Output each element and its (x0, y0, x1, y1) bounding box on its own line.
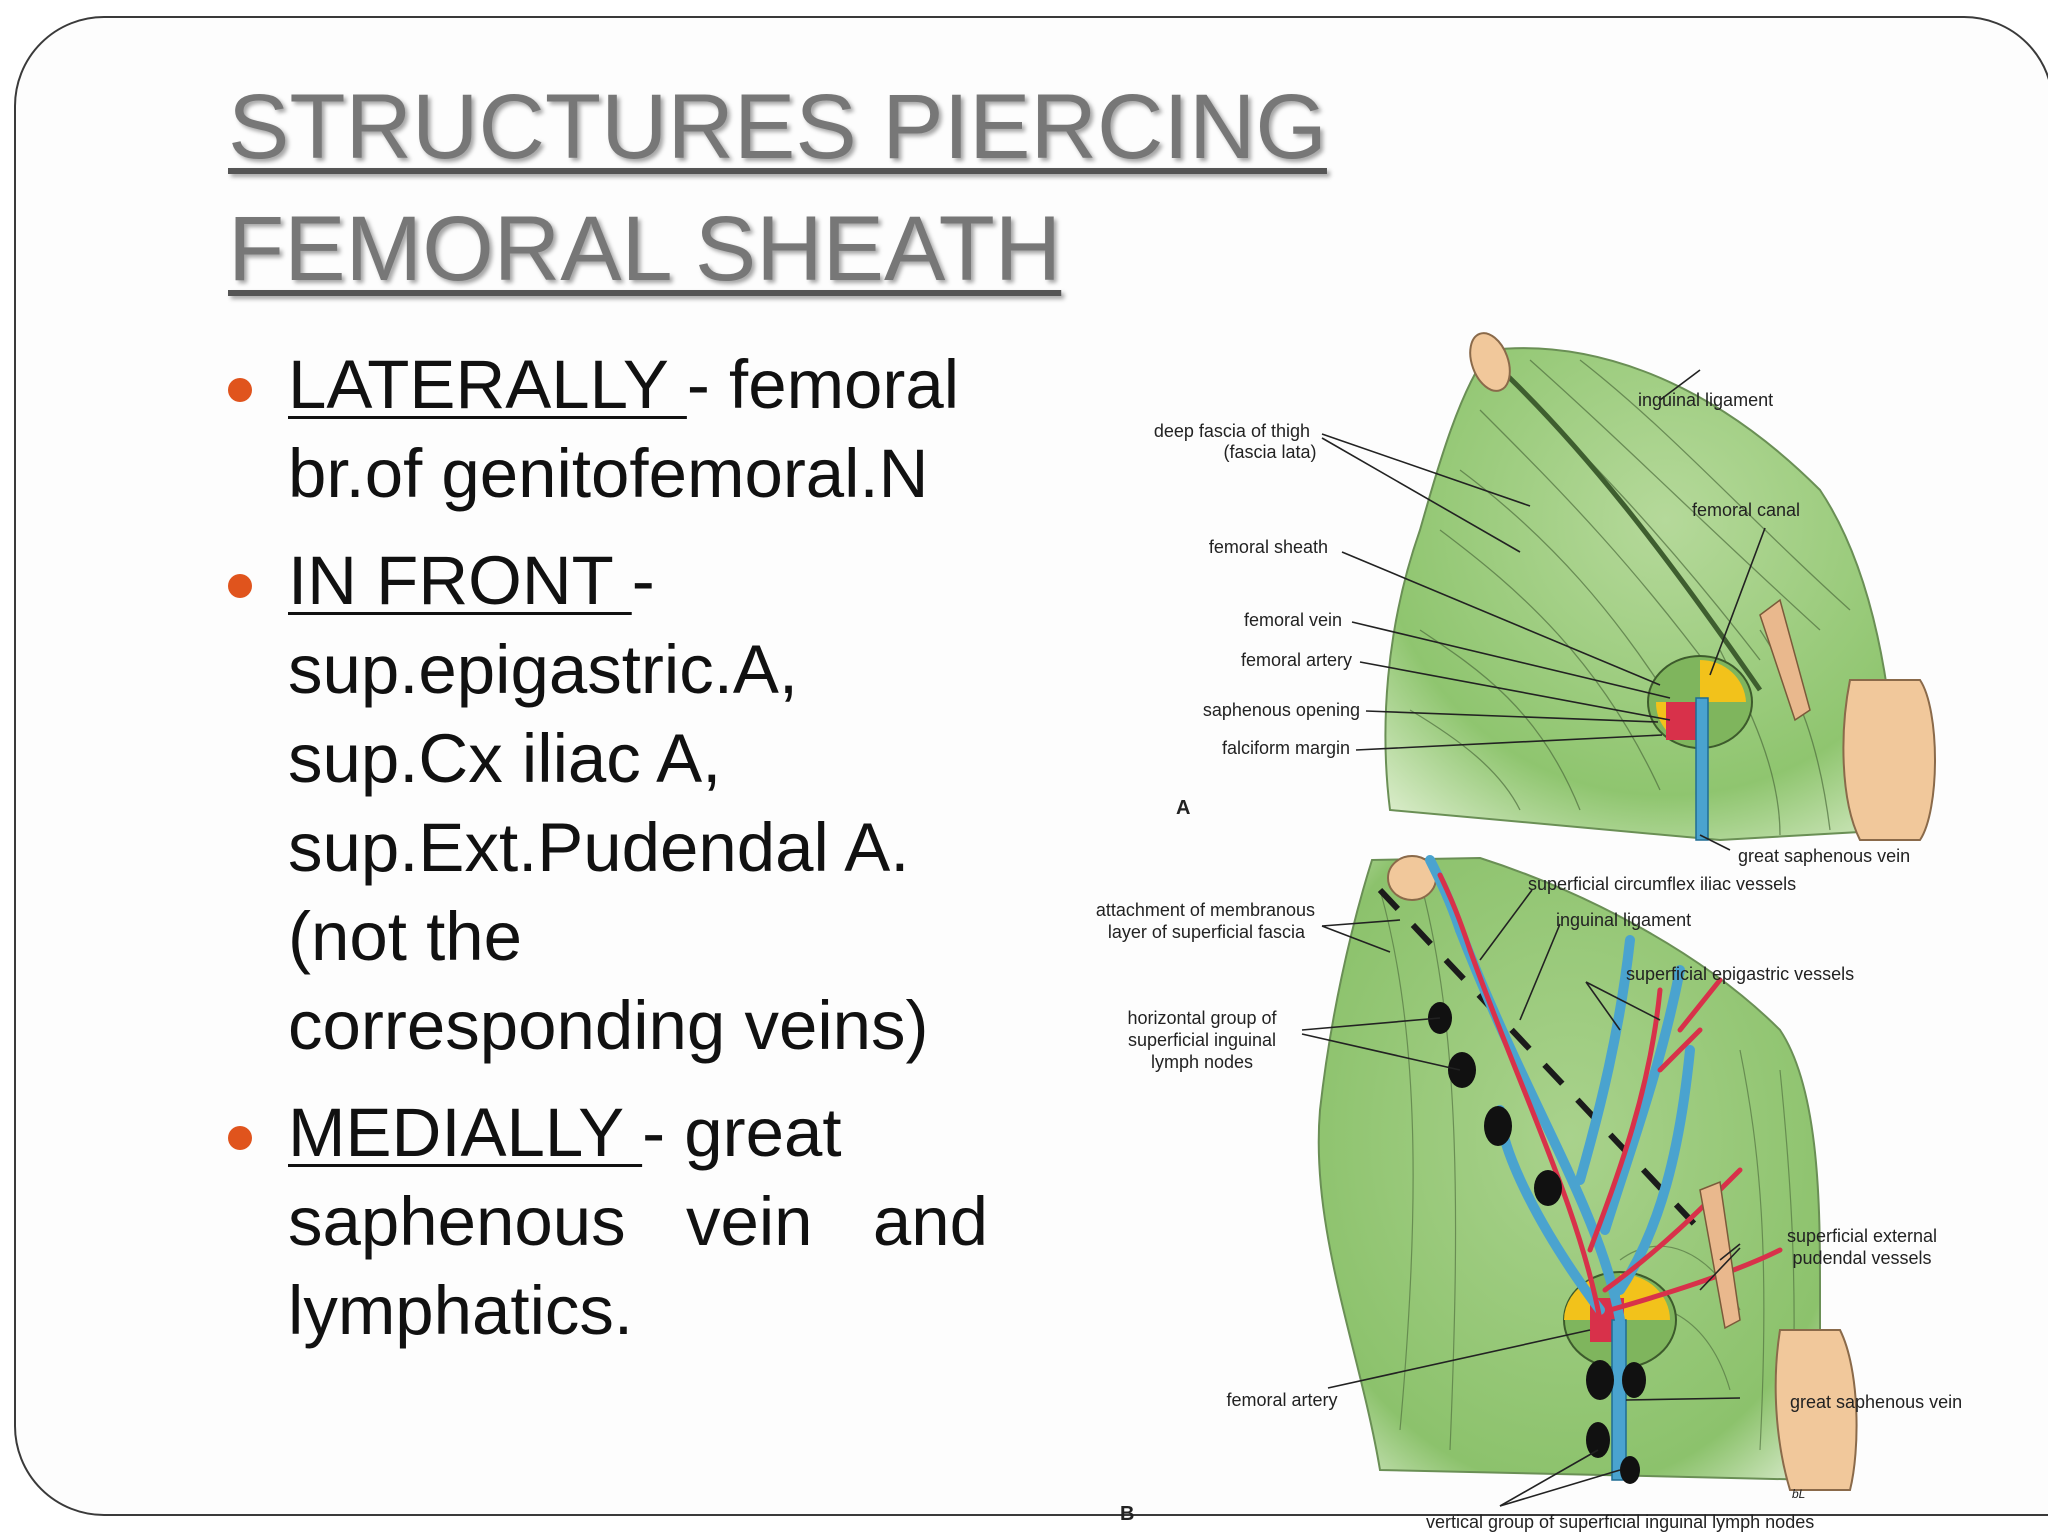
word: saphenous (288, 1183, 626, 1260)
great-saphenous-vein-b (1611, 1319, 1627, 1481)
skin-edge-b (1774, 1329, 1858, 1491)
femoral-vein-a (1655, 702, 1666, 730)
membranous-layer-line (1377, 887, 1703, 1233)
bullet-text: sup.Ext.Pudendal A. (288, 809, 910, 886)
skin-edge-a (1842, 679, 1936, 841)
lymph-node (1586, 1422, 1610, 1458)
bullet-dot-icon (228, 378, 252, 402)
label-femoral-artery-b: femoral artery (1226, 1390, 1337, 1410)
label-falciform-margin: falciform margin (1222, 738, 1350, 758)
lymph-node (1622, 1362, 1646, 1398)
label-horizontal-1: horizontal group of (1127, 1008, 1277, 1028)
bullet-keyword: IN FRONT (288, 542, 632, 619)
bullet-keyword: LATERALLY (288, 346, 687, 423)
slide-title: STRUCTURES PIERCING FEMORAL SHEATH (228, 66, 1528, 310)
label-sup-epigastric: superficial epigastric vessels (1626, 964, 1854, 984)
label-vertical-group: vertical group of superficial inguinal l… (1426, 1512, 1814, 1532)
lymph-node (1586, 1360, 1614, 1400)
bullet-text: br.of genitofemoral.N (288, 435, 929, 512)
bullet-text: - (631, 542, 655, 619)
figure-b: attachment of membranous layer of superf… (1096, 855, 1962, 1532)
leader-lines-b (1301, 889, 1741, 1507)
bullet-medially: MEDIALLY - great saphenous vein and lymp… (228, 1088, 1028, 1355)
inguinal-ligament-a (1478, 348, 1763, 692)
bullet-keyword: MEDIALLY (288, 1094, 643, 1171)
figure-b-letter: B (1120, 1503, 1134, 1525)
label-femoral-sheath: femoral sheath (1209, 537, 1328, 557)
bullet-text: sup.Cx iliac A, (288, 720, 722, 797)
label-saphenous-opening: saphenous opening (1203, 700, 1360, 720)
lymph-node (1620, 1456, 1640, 1484)
superficial-arteries (1437, 872, 1783, 1323)
spermatic-cord-b (1699, 1180, 1741, 1330)
lymph-node (1534, 1170, 1562, 1206)
lymph-node (1484, 1106, 1512, 1146)
anatomy-figure: deep fascia of thigh (fascia lata) femor… (1096, 332, 1962, 1532)
label-deep-fascia-1: deep fascia of thigh (1154, 421, 1310, 441)
pubic-tubercle-a (1469, 332, 1511, 392)
word: vein (685, 1183, 813, 1260)
lymph-node (1448, 1052, 1476, 1088)
title-line-2: FEMORAL SHEATH (228, 198, 1062, 300)
bullet-text: lymphatics. (288, 1272, 634, 1349)
label-attachment-2: layer of superficial fascia (1108, 922, 1306, 942)
label-horizontal-3: lymph nodes (1151, 1052, 1253, 1072)
bullet-text-justified: saphenous vein and (288, 1177, 988, 1266)
figure-a-letter: A (1176, 797, 1190, 819)
bullet-dot-icon (228, 574, 252, 598)
label-great-saphenous-vein-a: great saphenous vein (1738, 846, 1910, 866)
label-attachment-1: attachment of membranous (1096, 900, 1315, 920)
bullet-laterally: LATERALLY - femoral br.of genitofemoral.… (228, 340, 1028, 518)
label-deep-fascia-2: (fascia lata) (1223, 442, 1316, 462)
label-great-saphenous-vein-b: great saphenous vein (1790, 1392, 1962, 1412)
label-inguinal-ligament-a: inguinal ligament (1638, 390, 1773, 410)
spermatic-cord-a (1759, 598, 1811, 722)
label-femoral-artery: femoral artery (1241, 650, 1352, 670)
bullet-text: - femoral (686, 346, 960, 423)
label-sup-circumflex: superficial circumflex iliac vessels (1528, 874, 1796, 894)
word: and (872, 1183, 988, 1260)
label-femoral-vein: femoral vein (1244, 610, 1342, 630)
label-horizontal-2: superficial inguinal (1128, 1030, 1276, 1050)
bullet-text: sup.epigastric.A, (288, 631, 799, 708)
label-sup-ext-pudendal-1: superficial external (1787, 1226, 1937, 1246)
bullet-in-front: IN FRONT - sup.epigastric.A, sup.Cx ilia… (228, 536, 1028, 1070)
bullet-text: (not the (288, 898, 522, 975)
femoral-artery-a (1666, 702, 1696, 740)
bullet-text: corresponding veins) (288, 987, 929, 1064)
leader-lines-a (1321, 369, 1766, 851)
bullet-text: - great (642, 1094, 842, 1171)
label-femoral-canal: femoral canal (1692, 500, 1800, 520)
lymph-nodes (1428, 1002, 1646, 1484)
great-saphenous-vein-a (1695, 697, 1709, 841)
label-sup-ext-pudendal-2: pudendal vessels (1792, 1248, 1931, 1268)
bullet-list: LATERALLY - femoral br.of genitofemoral.… (228, 340, 1028, 1373)
femoral-canal-b (1620, 1274, 1670, 1320)
artist-signature: bL (1792, 1487, 1805, 1501)
label-inguinal-ligament-b: inguinal ligament (1556, 910, 1691, 930)
bullet-dot-icon (228, 1126, 252, 1150)
title-line-1: STRUCTURES PIERCING (228, 76, 1327, 178)
figure-a: deep fascia of thigh (fascia lata) femor… (1154, 332, 1936, 866)
